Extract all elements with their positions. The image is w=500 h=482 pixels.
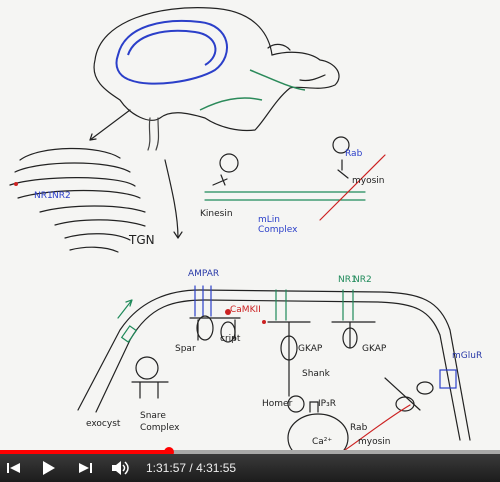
rab-top-label: Rab <box>345 149 363 159</box>
rab-bottom-label: Rab <box>350 423 368 433</box>
camkii-label: CaMKII <box>230 305 261 315</box>
ip3r-label: IP₃R <box>318 399 336 409</box>
duration: 4:31:55 <box>196 461 237 475</box>
nr2-bottom-label: NR2 <box>353 275 372 285</box>
whiteboard-drawing <box>9 7 471 450</box>
homer-label: Homer <box>262 399 293 409</box>
cript-label: cript <box>220 334 241 344</box>
gkap-label-1: GKAP <box>298 344 323 354</box>
complex-top-label: Complex <box>258 225 298 235</box>
progress-fill <box>0 450 169 454</box>
mglur-label: mGluR <box>452 351 483 361</box>
volume-icon[interactable] <box>110 459 130 477</box>
kinesin-label: Kinesin <box>200 209 233 219</box>
tgn-label: TGN <box>129 233 155 247</box>
player-controls: 1:31:57 / 4:31:55 <box>0 454 500 482</box>
myosin-bottom-label: myosin <box>358 437 391 447</box>
time-display: 1:31:57 / 4:31:55 <box>146 461 236 475</box>
gkap-label-2: GKAP <box>362 344 387 354</box>
nr1-top-label: NR1 <box>34 191 53 201</box>
whiteboard-video-frame[interactable]: TGN NR1 NR2 Kinesin mLin Complex Rab myo… <box>0 0 500 450</box>
nr1-bottom-label: NR1 <box>338 275 357 285</box>
ampar-label: AMPAR <box>188 269 220 279</box>
time-separator: / <box>186 461 197 475</box>
play-icon[interactable] <box>38 459 58 477</box>
myosin-top-label: myosin <box>352 176 385 186</box>
mlin-label: mLin <box>258 215 280 225</box>
spar-label: Spar <box>175 344 196 354</box>
shank-label: Shank <box>302 369 330 379</box>
scrubber-handle[interactable] <box>164 447 174 457</box>
progress-bar[interactable] <box>0 447 500 457</box>
nr2-top-label: NR2 <box>52 191 71 201</box>
snare-label: Snare <box>140 411 166 421</box>
ca-label: Ca²⁺ <box>312 437 333 447</box>
skip-previous-icon[interactable] <box>4 459 24 477</box>
exocyst-label: exocyst <box>86 419 121 429</box>
current-time: 1:31:57 <box>146 461 187 475</box>
skip-next-icon[interactable] <box>75 459 95 477</box>
complex-bottom-label: Complex <box>140 423 180 433</box>
